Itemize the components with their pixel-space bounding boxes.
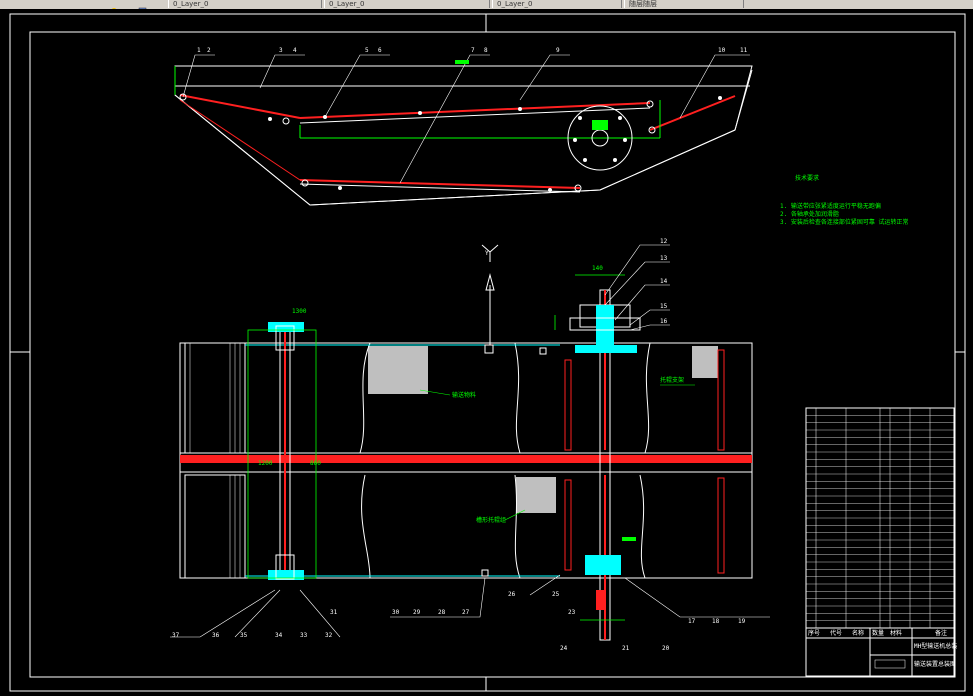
drive-drum [567,105,633,171]
svg-text:2: 2 [207,47,211,54]
svg-text:Y: Y [485,250,489,257]
svg-text:13: 13 [660,255,668,262]
svg-text:输送装置总装图: 输送装置总装图 [914,660,956,668]
svg-text:18: 18 [712,618,720,625]
svg-text:2. 各轴承处加润滑脂: 2. 各轴承处加润滑脂 [780,210,839,218]
svg-text:140: 140 [592,265,603,272]
right-callouts: 12 13 14 15 16 [604,238,670,331]
svg-text:7: 7 [471,47,475,54]
layer-dropdown-2[interactable]: 0_Layer_0 [324,0,490,8]
layer-state-icon[interactable] [110,0,119,14]
svg-text:11: 11 [740,47,748,54]
svg-text:33: 33 [300,632,308,639]
title-block: 序号 代号 名称 数量 材料 备注 MH型输送机总装 输送装置总装图 [805,627,957,677]
layer-properties-icon[interactable] [138,0,147,15]
svg-text:27: 27 [462,609,470,616]
svg-text:28: 28 [438,609,446,616]
svg-text:5: 5 [365,47,369,54]
svg-text:10: 10 [718,47,726,54]
svg-text:860: 860 [310,460,321,467]
svg-text:输送物料: 输送物料 [452,391,476,399]
svg-text:25: 25 [552,591,560,598]
layer-dropdown-1[interactable]: 0_Layer_0 [168,0,322,8]
svg-text:23: 23 [568,609,576,616]
svg-text:序号: 序号 [808,629,820,637]
svg-text:14: 14 [660,278,668,285]
elevation-callouts: 1 2 3 4 5 6 7 8 9 10 11 [197,47,748,54]
technical-requirements: 技术要求 1. 输送带应张紧适度运行平稳无跑偏 2. 各轴承处加润滑脂 3. 安… [780,174,908,226]
plan-view-annotations: 输送物料 托辊支架 槽形托辊组 [419,376,695,524]
svg-text:32: 32 [325,632,333,639]
cad-drawing-canvas[interactable]: 1 2 3 4 5 6 7 8 9 10 11 技术要求 1. 输送带应张紧适度… [0,9,973,696]
conveyor-plan-view [179,274,753,641]
plan-view-dimensions: 1300 1200 860 140 [258,265,603,467]
svg-text:17: 17 [688,618,696,625]
svg-text:1200: 1200 [258,460,273,467]
lineweight-dropdown[interactable]: 随层随层 [624,0,744,8]
svg-text:26: 26 [508,591,516,598]
svg-text:19: 19 [738,618,746,625]
svg-text:MH型输送机总装: MH型输送机总装 [914,642,957,650]
svg-text:槽形托辊组: 槽形托辊组 [476,516,506,524]
y-axis-arrow: Y [481,244,499,345]
svg-text:材料: 材料 [890,629,902,637]
svg-text:16: 16 [660,318,668,325]
svg-text:36: 36 [212,632,220,639]
svg-text:代号: 代号 [830,629,842,637]
svg-text:技术要求: 技术要求 [795,174,819,182]
svg-text:34: 34 [275,632,283,639]
svg-text:31: 31 [330,609,338,616]
svg-text:30: 30 [392,609,400,616]
svg-text:8: 8 [484,47,488,54]
svg-text:37: 37 [172,632,180,639]
svg-text:20: 20 [662,645,670,652]
svg-text:29: 29 [413,609,421,616]
svg-text:1300: 1300 [292,308,307,315]
svg-text:3. 安装后检查各连接部位紧固可靠 试运转正常: 3. 安装后检查各连接部位紧固可靠 试运转正常 [780,218,908,226]
svg-text:备注: 备注 [935,629,947,637]
svg-text:9: 9 [556,47,560,54]
svg-text:1: 1 [197,47,201,54]
svg-text:1. 输送带应张紧适度运行平稳无跑偏: 1. 输送带应张紧适度运行平稳无跑偏 [780,202,881,210]
svg-text:6: 6 [378,47,382,54]
bottom-callouts: 37 36 35 34 33 32 31 30 29 28 27 26 25 2… [170,574,770,652]
svg-text:21: 21 [622,645,630,652]
svg-text:数量: 数量 [872,629,884,637]
svg-text:15: 15 [660,303,668,310]
drawing-border-inner [29,31,956,678]
svg-text:24: 24 [560,645,568,652]
svg-text:名称: 名称 [852,629,864,637]
svg-text:托辊支架: 托辊支架 [660,376,684,384]
svg-text:35: 35 [240,632,248,639]
svg-text:12: 12 [660,238,668,245]
conveyor-elevation-view [174,54,753,206]
svg-text:4: 4 [293,47,297,54]
svg-text:3: 3 [279,47,283,54]
linetype-dropdown[interactable]: 0_Layer_0 [492,0,622,8]
